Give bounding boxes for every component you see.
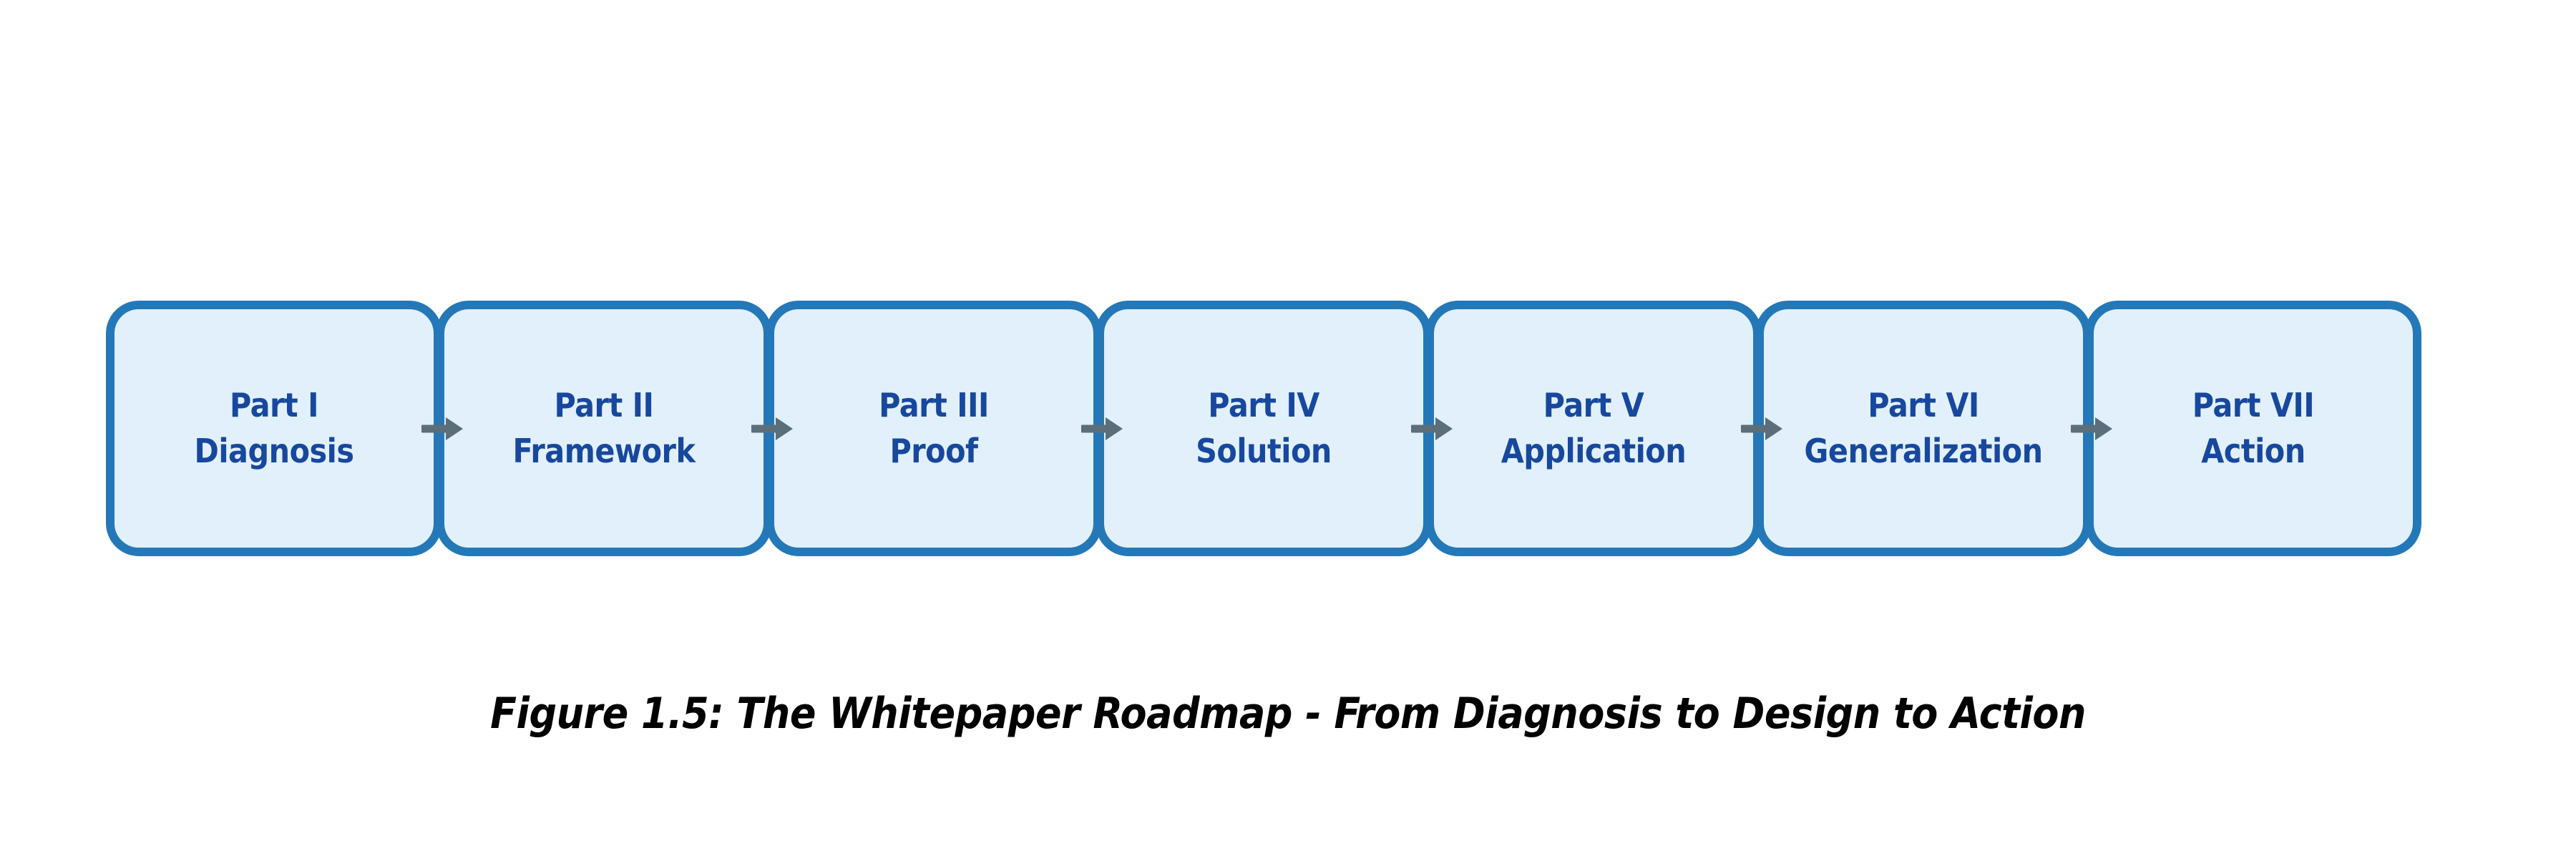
box-title: Part I bbox=[230, 386, 319, 425]
box-subtitle: Action bbox=[2201, 431, 2306, 470]
flow-arrow-icon bbox=[751, 417, 793, 440]
box-part-iv: Part IV Solution bbox=[1096, 301, 1432, 556]
box-subtitle: Framework bbox=[512, 431, 696, 470]
box-subtitle: Generalization bbox=[1804, 431, 2043, 470]
flow-arrow-icon bbox=[1741, 417, 1782, 440]
box-subtitle: Proof bbox=[889, 431, 978, 470]
box-part-i: Part I Diagnosis bbox=[106, 301, 442, 556]
box-title: Part IV bbox=[1208, 386, 1319, 425]
flow-arrow-icon bbox=[1081, 417, 1123, 440]
box-part-vii: Part VII Action bbox=[2085, 301, 2421, 556]
box-title: Part III bbox=[879, 386, 989, 425]
box-title: Part VII bbox=[2192, 386, 2315, 425]
box-part-ii: Part II Framework bbox=[436, 301, 772, 556]
box-title: Part II bbox=[554, 386, 654, 425]
box-title: Part V bbox=[1543, 386, 1644, 425]
flow-arrow-icon bbox=[1411, 417, 1453, 440]
roadmap-flow: Part I Diagnosis Part II Framework Part … bbox=[106, 301, 2421, 556]
box-part-vi: Part VI Generalization bbox=[1755, 301, 2092, 556]
box-title: Part VI bbox=[1868, 386, 1979, 425]
box-part-iii: Part III Proof bbox=[766, 301, 1102, 556]
flow-arrow-icon bbox=[421, 417, 463, 440]
box-part-v: Part V Application bbox=[1425, 301, 1762, 556]
box-subtitle: Solution bbox=[1196, 431, 1332, 470]
box-subtitle: Diagnosis bbox=[194, 431, 354, 470]
figure-caption: Figure 1.5: The Whitepaper Roadmap - Fro… bbox=[490, 689, 2086, 739]
box-subtitle: Application bbox=[1501, 431, 1687, 470]
flow-arrow-icon bbox=[2071, 417, 2112, 440]
